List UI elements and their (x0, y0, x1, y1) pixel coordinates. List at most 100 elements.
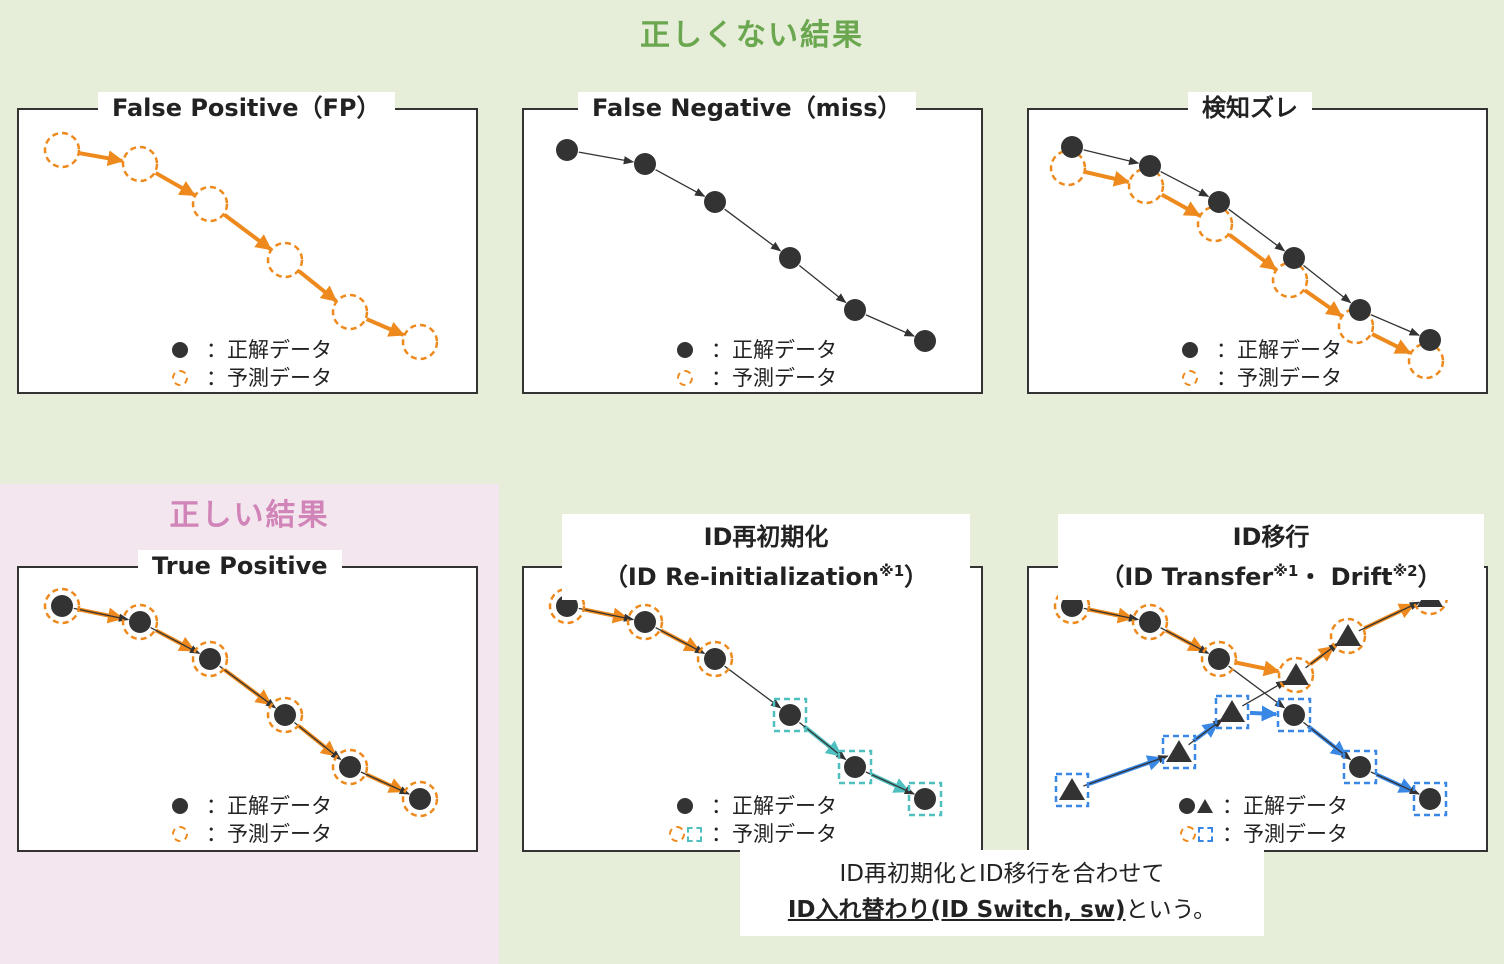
ground-truth-dot (844, 299, 866, 321)
ground-truth-triangle (1335, 624, 1361, 646)
id-switch-note: ID再初期化とID移行を合わせて ID入れ替わり(ID Switch, sw)と… (740, 850, 1264, 936)
detection-shift-diagram (1049, 136, 1445, 380)
ground-truth-arrow (724, 208, 782, 252)
ground-truth-arrow (1228, 208, 1286, 252)
prediction-ring (1200, 640, 1238, 678)
legend-shift: ：正解データ ：予測データ (1164, 336, 1342, 392)
prediction-ring (191, 185, 229, 223)
ground-truth-arrow (219, 665, 277, 709)
ground-truth-dot (779, 704, 801, 726)
prediction-arrow (1085, 170, 1131, 187)
ground-truth-dot (274, 704, 296, 726)
prediction-ring (121, 603, 159, 641)
prediction-arrow (1236, 660, 1280, 677)
false-positive-diagram (43, 131, 439, 361)
ground-truth-triangle (1283, 663, 1309, 685)
id-transfer-title-line1: ID移行 (1232, 523, 1310, 551)
prediction-arrow (1303, 288, 1343, 318)
ground-truth-arrow (1160, 170, 1210, 198)
ground-truth-arrow (1358, 601, 1421, 632)
prediction-ring (1337, 307, 1375, 345)
prediction-ring (1127, 167, 1165, 205)
ground-truth-arrow (578, 607, 635, 622)
ground-truth-dot (844, 756, 866, 778)
prediction-ring (331, 748, 369, 786)
ground-truth-arrow (360, 771, 411, 795)
ground-truth-dot (634, 611, 656, 633)
gt-dot-icon (1182, 342, 1198, 358)
legend-reinit: ：正解データ ：予測データ (659, 792, 837, 848)
pred-ring-icon (1182, 370, 1198, 386)
prediction-ring (1329, 617, 1367, 655)
ground-truth-dot (1349, 756, 1371, 778)
ground-truth-dot (339, 756, 361, 778)
prediction-ring (1277, 656, 1315, 694)
false-negative-diagram (556, 139, 936, 352)
note-id-switch-term: ID入れ替わり(ID Switch, sw) (787, 897, 1126, 923)
ground-truth-arrow (1188, 718, 1224, 746)
id-reinitialization-title: ID再初期化 （ID Re-initialization※1） (562, 514, 970, 600)
ground-truth-dot (1419, 329, 1441, 351)
ground-truth-dot (1061, 136, 1083, 158)
gt-dot-icon (677, 342, 693, 358)
prediction-ring (1049, 149, 1087, 187)
ground-truth-arrow (1303, 721, 1352, 761)
ground-truth-dot (704, 191, 726, 213)
ground-truth-dot (1349, 299, 1371, 321)
ground-truth-arrow (1083, 149, 1140, 165)
legend-fn: ：正解データ ：予測データ (659, 336, 837, 392)
gt-dot-icon (677, 798, 693, 814)
prediction-square (1412, 781, 1448, 817)
prediction-ring (1053, 587, 1091, 625)
ground-truth-dot (1208, 191, 1230, 213)
prediction-square (1054, 772, 1090, 808)
ground-truth-arrow (1370, 314, 1420, 336)
pred-ring-icon (172, 370, 188, 386)
prediction-arrow (79, 150, 124, 167)
false-negative-title: False Negative（miss） (578, 92, 916, 124)
prediction-square (907, 781, 943, 817)
ground-truth-dot (634, 153, 656, 175)
ground-truth-arrow (1228, 665, 1286, 709)
prediction-ring (331, 293, 369, 331)
ground-truth-triangle (1059, 778, 1085, 800)
id-transfer-diagram (1053, 578, 1449, 817)
ground-truth-arrow (150, 627, 201, 654)
correct-results-heading: 正しい結果 (169, 498, 330, 533)
pred-ring-icon (668, 826, 685, 842)
ground-truth-dot (556, 139, 578, 161)
ground-truth-arrow (73, 607, 130, 622)
ground-truth-dot (1283, 704, 1305, 726)
gt-dot-icon (172, 342, 188, 358)
panel-true-positive (17, 566, 478, 852)
pred-square-icon (1197, 826, 1213, 842)
gt-dot-icon (172, 798, 188, 814)
note-line1: ID再初期化とID移行を合わせて (839, 861, 1165, 887)
pred-ring-icon (677, 370, 693, 386)
prediction-ring (266, 696, 304, 734)
prediction-square (1161, 734, 1197, 770)
legend-fp: ：正解データ ：予測データ (154, 336, 332, 392)
ground-truth-arrow (655, 627, 706, 654)
prediction-ring (43, 131, 81, 169)
ground-truth-dot (51, 595, 73, 617)
ground-truth-arrow (1370, 771, 1421, 795)
ground-truth-dot (914, 788, 936, 810)
ground-truth-dot (914, 330, 936, 352)
prediction-ring (266, 241, 304, 279)
true-positive-diagram (43, 587, 439, 818)
ground-truth-triangle (1166, 740, 1192, 762)
ground-truth-dot (1139, 155, 1161, 177)
prediction-ring (191, 640, 229, 678)
ground-truth-arrow (865, 314, 915, 337)
ground-truth-arrow (293, 721, 342, 761)
id-reinitialization-diagram (548, 587, 943, 817)
ground-truth-arrow (724, 665, 782, 709)
note-line2: ID入れ替わり(ID Switch, sw)という。 (787, 897, 1217, 923)
ground-truth-dot (779, 247, 801, 269)
prediction-ring (696, 640, 734, 678)
prediction-ring (401, 780, 439, 818)
id-transfer-title-line2: （ID Transfer※1・ Drift※2） (1100, 562, 1442, 591)
legend-tp: ：正解データ ：予測データ (154, 792, 332, 848)
